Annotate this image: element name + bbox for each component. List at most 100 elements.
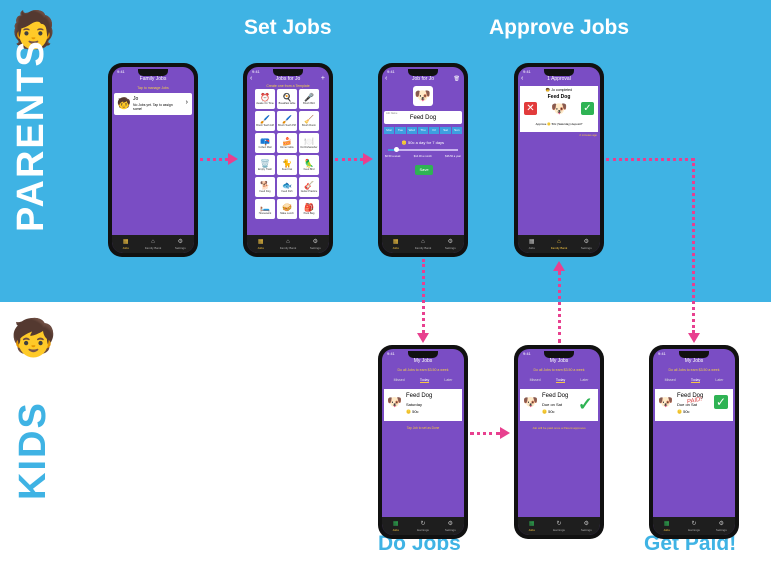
dog-icon: 🐶 <box>658 395 673 409</box>
tab-later[interactable]: Later <box>444 378 453 382</box>
dog-icon: 🐶 <box>551 101 568 116</box>
template-tile[interactable]: 🥪Make Lunch <box>277 199 297 219</box>
back-button[interactable]: ‹ <box>385 75 388 82</box>
day-toggle[interactable]: Fri <box>429 127 440 134</box>
tab-today[interactable]: Today <box>555 378 566 383</box>
template-label: Brush Teeth AM <box>256 124 274 127</box>
template-tile[interactable]: 🗑️Empty Trash <box>255 155 275 175</box>
template-label: Housework <box>258 212 272 215</box>
tab-family-bank[interactable]: ⌂Family Bank <box>411 239 435 250</box>
tab-jobs[interactable]: ▦Jobs <box>384 239 408 250</box>
day-toggle[interactable]: Tue <box>395 127 406 134</box>
add-job-button[interactable]: + <box>320 75 325 82</box>
tab-family-bank[interactable]: ⌂Family Bank <box>547 239 571 250</box>
screen-title: Family Jobs <box>139 76 167 82</box>
job-card[interactable]: 🐶 Feed Dog Saturday 🪙 50c <box>384 389 462 421</box>
phone-family-jobs: 9:41 Family Jobs Tap to manage Jobs 🧒 Jo… <box>108 63 198 257</box>
template-tile[interactable]: 🎤Brush Bird <box>299 89 319 109</box>
job-amount: 🪙 50c <box>406 409 419 414</box>
template-tile[interactable]: 🧹Brush Room <box>299 111 319 131</box>
day-toggle[interactable]: Sun <box>451 127 462 134</box>
template-label: Brush Room <box>302 124 316 127</box>
template-tile[interactable]: ⏰Awake On Time <box>255 89 275 109</box>
tab-jobs[interactable]: ▦Jobs <box>655 521 679 532</box>
completed-by: 🧒 Jo completed <box>545 88 573 92</box>
template-tile[interactable]: 🐕Feed Dog <box>255 177 275 197</box>
tab-jobs[interactable]: ▦Jobs <box>384 521 408 532</box>
template-tile[interactable]: 🍰Dinner table <box>277 133 297 153</box>
template-tile[interactable]: 🐟Feed Fish <box>277 177 297 197</box>
template-tile[interactable]: 🛏️Housework <box>255 199 275 219</box>
phone-job-editor: 9:41 ‹ Job for Jo 🗑 🐶 Job Name Feed Dog … <box>378 63 468 257</box>
rate-text: 50c a day for 7 days <box>408 140 445 145</box>
template-tile[interactable]: 📪Collect Mail <box>255 133 275 153</box>
template-icon: 🛏️ <box>260 203 270 212</box>
job-name: Feed Dog <box>542 393 569 399</box>
template-tile[interactable]: 🍳Breakfast table <box>277 89 297 109</box>
phone-kid-done: 9:41 My Jobs Do all Jobs to earn $3.50 a… <box>514 345 604 539</box>
template-tile[interactable]: 🐈Feed Cat <box>277 155 297 175</box>
day-toggle[interactable]: Thu <box>417 127 429 134</box>
screen-title: My Jobs <box>413 358 433 364</box>
slider-handle[interactable] <box>394 147 399 152</box>
template-tile[interactable]: 🖌️Brush Teeth PM <box>277 111 297 131</box>
job-icon-picker[interactable]: 🐶 <box>413 86 433 106</box>
tab-today[interactable]: Today <box>690 378 701 383</box>
tab-missed[interactable]: Missed <box>529 378 541 382</box>
tab-settings[interactable]: ⚙Settings <box>574 239 598 250</box>
screen-subtitle: Do all Jobs to earn $3.50 a week <box>668 368 720 372</box>
kid-card[interactable]: 🧒 Jo No Jobs yet. Tap to assign some! › <box>114 93 192 115</box>
tab-missed[interactable]: Missed <box>393 378 405 382</box>
tab-earnings[interactable]: ↻Earnings <box>547 521 571 532</box>
tab-family-bank[interactable]: ⌂Family Bank <box>276 239 300 250</box>
tab-settings[interactable]: ⚙Settings <box>709 521 733 532</box>
tab-later[interactable]: Later <box>715 378 724 382</box>
tab-settings[interactable]: ⚙Settings <box>168 239 192 250</box>
status-time: 9:41 <box>387 351 395 356</box>
tab-later[interactable]: Later <box>580 378 589 382</box>
job-name-field[interactable]: Job Name Feed Dog <box>384 111 462 124</box>
template-icon: 🗑️ <box>260 159 270 168</box>
screen-subtitle: Create one from a Template <box>266 84 310 88</box>
tab-jobs[interactable]: ▦Jobs <box>520 239 544 250</box>
coin-icon: 🪙 <box>406 409 411 414</box>
save-button[interactable]: Save <box>415 165 433 175</box>
tab-earnings[interactable]: ↻Earnings <box>411 521 435 532</box>
calendar-icon: ▦ <box>122 238 129 245</box>
tab-jobs[interactable]: ▦Jobs <box>249 239 273 250</box>
job-card[interactable]: 🐶 Feed Dog Due on Sat PAID! 🪙 50c ✓ <box>655 389 733 421</box>
tab-today[interactable]: Today <box>419 378 430 383</box>
tab-settings[interactable]: ⚙Settings <box>438 521 462 532</box>
template-label: Pack Bag <box>303 212 315 215</box>
template-icon: 🎤 <box>304 93 314 102</box>
day-toggle[interactable]: Wed <box>406 127 417 134</box>
approve-button[interactable]: ✓ <box>581 102 594 115</box>
template-tile[interactable]: 🎸Guitar Practice <box>299 177 319 197</box>
template-tile[interactable]: 🍽️Do Dishwasher <box>299 133 319 153</box>
tab-settings[interactable]: ⚙Settings <box>574 521 598 532</box>
tab-settings[interactable]: ⚙Settings <box>303 239 327 250</box>
amount-slider[interactable] <box>388 147 458 152</box>
scale-month: $14.00 a month <box>413 155 432 158</box>
tab-settings[interactable]: ⚙Settings <box>438 239 462 250</box>
tab-jobs[interactable]: ▦Jobs <box>520 521 544 532</box>
calendar-icon: ▦ <box>257 238 264 245</box>
template-label: Guitar Practice <box>300 190 318 193</box>
tab-jobs[interactable]: ▦Jobs <box>114 239 138 250</box>
template-tile[interactable]: 🦜Feed Bird <box>299 155 319 175</box>
template-tile[interactable]: 🎒Pack Bag <box>299 199 319 219</box>
parent-avatar: 🧑 <box>11 9 56 50</box>
job-name-value: Feed Dog <box>409 115 437 121</box>
trash-icon[interactable]: 🗑 <box>453 76 460 82</box>
reject-button[interactable]: ✕ <box>524 102 537 115</box>
tab-earnings[interactable]: ↻Earnings <box>682 521 706 532</box>
template-tile[interactable]: 🖌️Brush Teeth AM <box>255 111 275 131</box>
day-toggle[interactable]: Mon <box>384 127 395 134</box>
template-label: Dinner table <box>280 146 294 149</box>
tab-family-bank[interactable]: ⌂Family Bank <box>141 239 165 250</box>
day-toggle[interactable]: Sat <box>440 127 451 134</box>
back-button[interactable]: ‹ <box>521 75 524 82</box>
tab-missed[interactable]: Missed <box>664 378 676 382</box>
back-button[interactable]: ‹ <box>250 75 253 82</box>
job-card[interactable]: 🐶 Feed Dog Due on Sat 🪙 50c ✓ <box>520 389 598 421</box>
